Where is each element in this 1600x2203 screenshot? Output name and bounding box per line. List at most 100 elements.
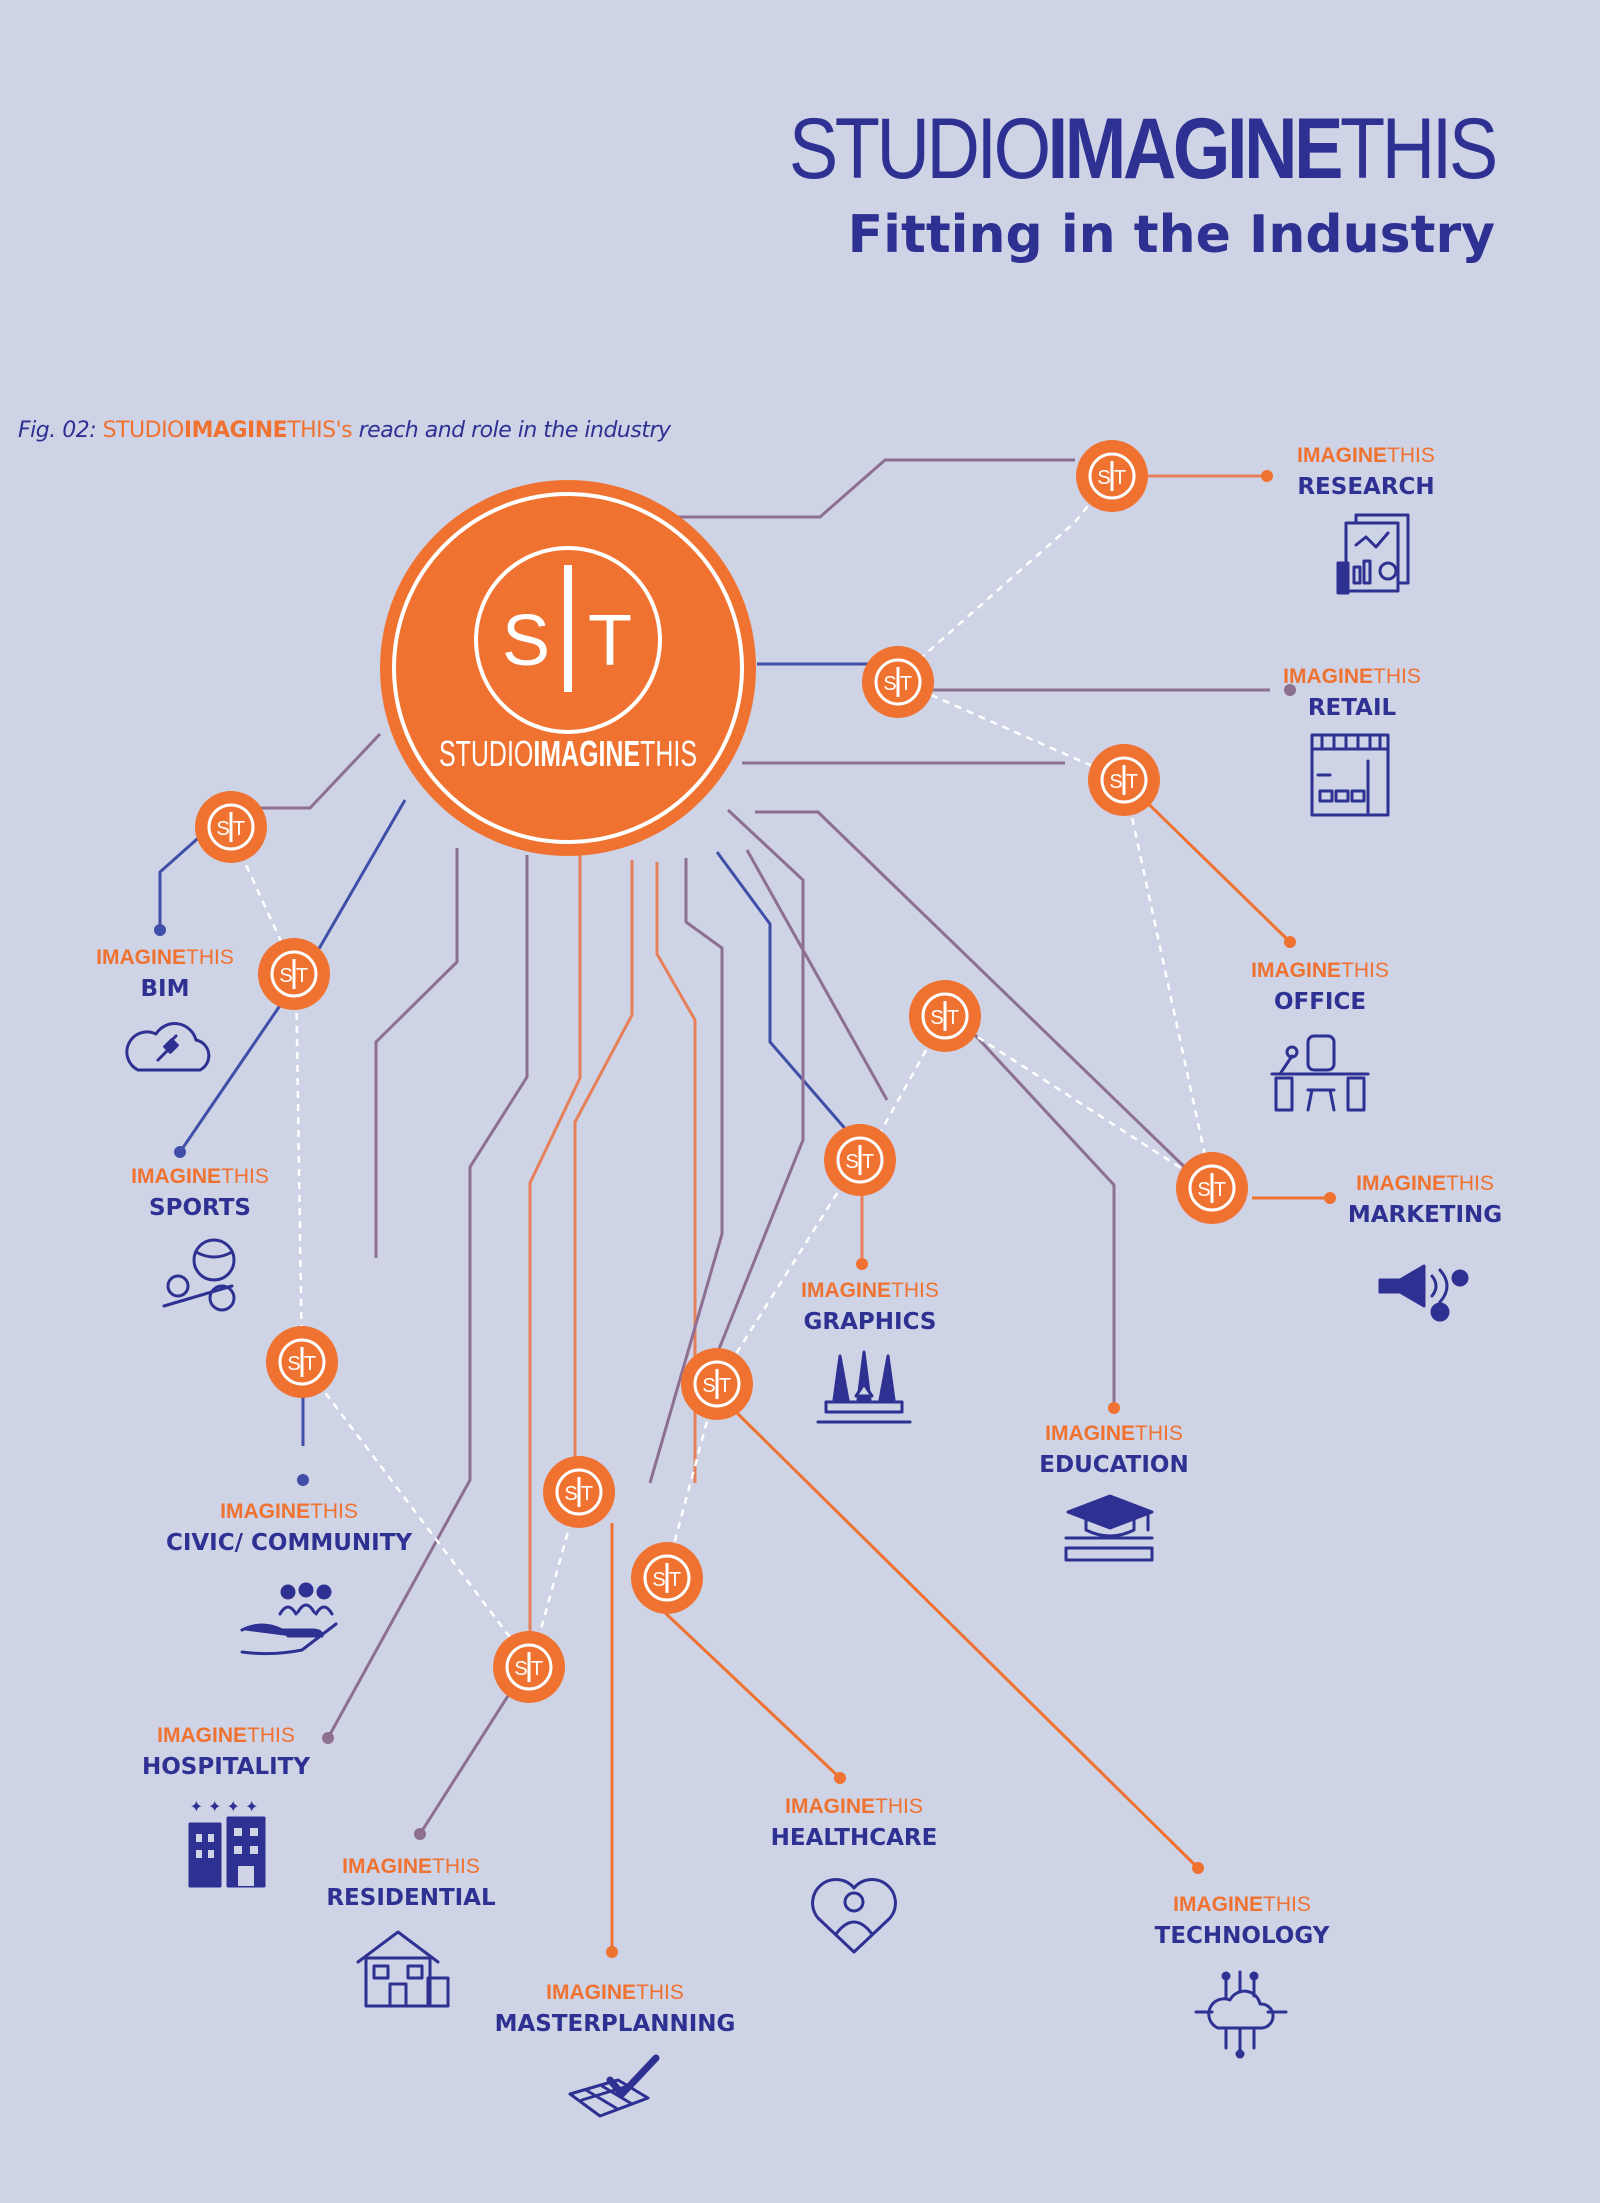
category-name: HEALTHCARE	[771, 1825, 938, 1851]
svg-text:T: T	[304, 1353, 316, 1375]
connector-endpoint-dot	[606, 1946, 618, 1958]
connector-line	[715, 851, 857, 1141]
cloud-circuit-icon	[1194, 1970, 1288, 2059]
svg-text:T: T	[669, 1569, 681, 1591]
hub-monogram-s: S	[502, 601, 550, 681]
community-hand-icon	[240, 1582, 338, 1656]
title-this: THIS	[1340, 101, 1498, 197]
category-label-civic: IMAGINETHIS CIVIC/ COMMUNITY	[166, 1500, 412, 1556]
category-label-hospitality: IMAGINETHIS HOSPITALITY	[142, 1724, 310, 1780]
imaginethis-prefix: IMAGINETHIS	[546, 1981, 684, 2004]
category-name: CIVIC/ COMMUNITY	[166, 1530, 412, 1556]
hotel-building-icon: ✦ ✦ ✦ ✦	[188, 1797, 266, 1888]
page-title: STUDIOIMAGINETHIS	[789, 100, 1498, 199]
svg-text:T: T	[531, 1658, 543, 1680]
svg-text:T: T	[233, 818, 245, 840]
svg-text:S: S	[564, 1483, 577, 1505]
network-dash-link	[1122, 779, 1214, 1189]
megaphone-icon	[1378, 1264, 1469, 1322]
connector-line	[670, 458, 1075, 519]
connector-endpoint-dot	[1108, 1402, 1120, 1414]
category-name: MARKETING	[1348, 1202, 1502, 1228]
imaginethis-prefix: IMAGINETHIS	[96, 946, 234, 969]
hub-label: STUDIOIMAGINETHIS	[439, 733, 697, 774]
imaginethis-prefix: IMAGINETHIS	[801, 1279, 939, 1302]
connector-endpoint-dot	[1284, 936, 1296, 948]
svg-text:T: T	[719, 1375, 731, 1397]
connector-endpoint-dot	[322, 1732, 334, 1744]
connector-line	[973, 1033, 1116, 1408]
house-icon	[356, 1930, 450, 2008]
connector-endpoint-dot	[174, 1146, 186, 1158]
category-name: EDUCATION	[1039, 1452, 1188, 1478]
svg-text:S: S	[652, 1569, 665, 1591]
category-name: GRAPHICS	[804, 1309, 937, 1335]
connector-line	[178, 799, 407, 1153]
plan-checkmark-icon	[568, 2054, 660, 2118]
connector-line	[715, 808, 805, 1355]
connector-line	[374, 848, 459, 1258]
connector-endpoint-dot	[834, 1772, 846, 1784]
network-dash-link	[301, 1361, 532, 1666]
imaginethis-prefix: IMAGINETHIS	[1173, 1893, 1311, 1916]
connector-endpoint-dot	[414, 1828, 426, 1840]
svg-text:T: T	[1214, 1179, 1226, 1201]
connector-endpoint-dot	[856, 1258, 868, 1270]
connector-endpoint-dot	[1192, 1862, 1204, 1874]
hub-monogram-t: T	[588, 601, 632, 681]
category-name: MASTERPLANNING	[495, 2011, 736, 2037]
network-dash-link	[944, 1014, 1213, 1190]
svg-text:T: T	[1126, 771, 1138, 793]
category-name: BIM	[141, 976, 190, 1002]
imaginethis-prefix: IMAGINETHIS	[785, 1795, 923, 1818]
category-label-sports: IMAGINETHIS SPORTS	[131, 1165, 269, 1221]
connector-endpoint-dot	[1284, 684, 1296, 696]
connector-line	[745, 849, 889, 1101]
svg-text:S: S	[216, 818, 229, 840]
category-name: RETAIL	[1308, 695, 1397, 721]
page-subtitle: Fitting in the Industry	[847, 205, 1495, 265]
svg-text:T: T	[947, 1007, 959, 1029]
connector-line	[1122, 778, 1292, 944]
svg-text:S: S	[702, 1375, 715, 1397]
svg-text:T: T	[900, 673, 912, 695]
svg-text:T: T	[862, 1151, 874, 1173]
connector-endpoint-dot	[1261, 470, 1273, 482]
svg-text:S: S	[1197, 1179, 1210, 1201]
network-dash-link	[912, 475, 1113, 666]
connector-line	[573, 860, 634, 1458]
category-name: HOSPITALITY	[142, 1754, 310, 1780]
connector-line	[658, 1606, 842, 1780]
category-name: OFFICE	[1274, 989, 1366, 1015]
connector-line	[326, 855, 529, 1739]
imaginethis-prefix: IMAGINETHIS	[157, 1724, 295, 1747]
connector-line	[655, 862, 697, 1483]
svg-text:S: S	[1109, 771, 1122, 793]
connector-endpoint-dot	[154, 924, 166, 936]
connector-line	[158, 830, 206, 930]
svg-text:S: S	[279, 965, 292, 987]
svg-text:S: S	[287, 1353, 300, 1375]
connector-line	[755, 810, 1200, 1182]
imaginethis-prefix: IMAGINETHIS	[220, 1500, 358, 1523]
research-report-icon	[1336, 513, 1410, 595]
imaginethis-prefix: IMAGINETHIS	[131, 1165, 269, 1188]
category-name: SPORTS	[149, 1195, 251, 1221]
svg-text:T: T	[1114, 467, 1126, 489]
network-dash-link	[294, 973, 304, 1363]
